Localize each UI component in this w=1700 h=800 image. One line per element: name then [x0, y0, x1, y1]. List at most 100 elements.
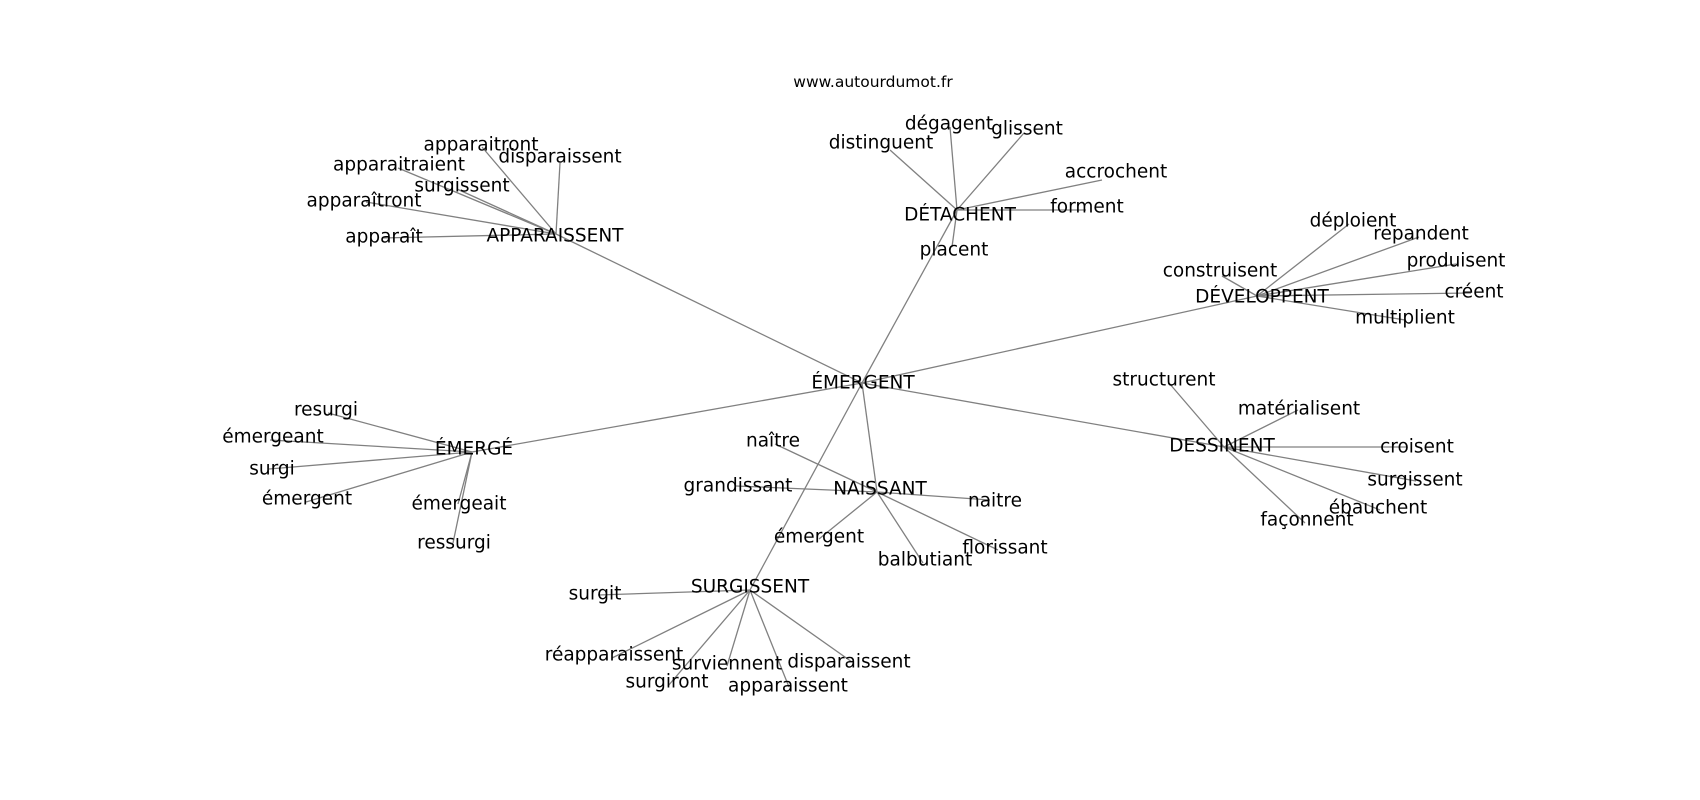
leaf-word: apparaissent	[728, 676, 848, 697]
leaf-word: disparaissent	[787, 652, 910, 673]
edge-hub-to-word	[1221, 275, 1258, 297]
leaf-word: disparaissent	[498, 147, 621, 168]
edge-hub-to-word	[1256, 292, 1472, 297]
leaf-word: surgi	[249, 459, 295, 480]
edge-center-to-hub	[471, 382, 863, 453]
leaf-word: ressurgi	[417, 533, 491, 554]
center-word: ÉMERGENT	[811, 372, 915, 394]
leaf-word: forment	[1050, 197, 1124, 218]
edge-hub-to-word	[1223, 446, 1306, 524]
edge-center-to-hub	[861, 382, 1225, 448]
edge-hub-to-word	[956, 179, 1103, 211]
edge-hub-to-word	[327, 412, 473, 453]
graph-edges	[268, 126, 1472, 688]
edge-hub-to-word	[749, 589, 790, 688]
leaf-word: croisent	[1380, 437, 1454, 458]
edge-center-to-hub	[861, 382, 878, 493]
hub-word: APPARAISSENT	[487, 226, 625, 247]
edge-hub-to-word	[735, 485, 878, 493]
leaf-word: naître	[746, 431, 800, 452]
edge-hub-to-word	[1256, 223, 1350, 297]
leaf-word: construisent	[1163, 261, 1278, 282]
leaf-word: surviennent	[672, 654, 782, 675]
leaf-word: déploient	[1310, 211, 1397, 232]
edge-hub-to-word	[774, 443, 878, 493]
leaf-word: structurent	[1113, 370, 1216, 391]
edge-center-to-hub	[861, 209, 958, 384]
leaf-word: dégagent	[905, 114, 993, 135]
leaf-word: matérialisent	[1238, 399, 1360, 420]
edge-hub-to-word	[381, 233, 557, 239]
leaf-word: apparaitront	[424, 135, 539, 156]
edge-hub-to-word	[597, 589, 751, 596]
edge-hub-to-word	[1256, 236, 1420, 297]
edge-hub-to-word	[555, 162, 561, 235]
hub-word: DÉTACHENT	[904, 204, 1016, 226]
leaf-word: ébauchent	[1329, 498, 1427, 519]
edge-hub-to-word	[481, 146, 557, 235]
edge-hub-to-word	[956, 132, 1025, 211]
edge-hub-to-word	[456, 188, 557, 235]
leaf-word: apparaît	[345, 227, 423, 248]
leaf-word: émergent	[774, 527, 864, 548]
edge-hub-to-word	[667, 589, 751, 687]
edge-center-to-hub	[555, 233, 863, 384]
edge-hub-to-word	[876, 491, 999, 551]
leaf-word: apparaitraient	[333, 155, 465, 176]
leaf-word: placent	[920, 240, 989, 261]
leaf-word: surgit	[569, 584, 622, 605]
edge-hub-to-word	[452, 451, 473, 544]
leaf-word: émergent	[262, 489, 352, 510]
edge-hub-to-word	[876, 491, 991, 501]
edge-hub-to-word	[305, 451, 473, 503]
edge-hub-to-word	[1223, 446, 1381, 511]
leaf-word: émergeant	[222, 427, 324, 448]
leaf-word: resurgi	[294, 400, 358, 421]
edge-hub-to-word	[1256, 295, 1406, 321]
edge-hub-to-word	[1223, 446, 1417, 482]
leaf-word: réapparaissent	[545, 645, 683, 666]
edge-hub-to-word	[397, 167, 557, 235]
leaf-word: balbutiant	[878, 550, 972, 571]
edge-hub-to-word	[818, 491, 878, 540]
edge-hub-to-word	[951, 209, 958, 248]
leaf-word: naitre	[968, 491, 1022, 512]
hub-word: NAISSANT	[833, 479, 927, 500]
edge-hub-to-word	[726, 589, 751, 667]
leaf-word: distinguent	[829, 133, 933, 154]
leaf-word: émergeait	[412, 494, 507, 515]
hub-word: DESSINENT	[1169, 436, 1275, 457]
leaf-word: apparaîtront	[307, 191, 422, 212]
edge-hub-to-word	[876, 491, 924, 564]
leaf-word: façonnent	[1260, 510, 1353, 531]
edge-center-to-hub	[861, 295, 1258, 384]
edge-hub-to-word	[949, 126, 958, 211]
hub-word: DÉVELOPPENT	[1195, 286, 1329, 308]
edge-hub-to-word	[749, 589, 853, 663]
edge-hub-to-word	[1223, 409, 1299, 448]
edge-hub-to-word	[268, 451, 473, 470]
leaf-word: multiplient	[1355, 308, 1455, 329]
leaf-word: glissent	[991, 119, 1063, 140]
edge-hub-to-word	[1256, 263, 1457, 297]
leaf-word: grandissant	[684, 476, 793, 497]
leaf-word: surgissent	[414, 176, 509, 197]
hub-word: ÉMERGÉ	[435, 438, 513, 460]
leaf-word: surgiront	[625, 672, 708, 693]
leaf-word: produisent	[1407, 251, 1506, 272]
leaf-word: repandent	[1373, 224, 1469, 245]
leaf-word: surgissent	[1367, 470, 1462, 491]
leaf-word: créent	[1444, 282, 1503, 303]
leaf-word: accrochent	[1065, 162, 1167, 183]
edge-hub-to-word	[269, 439, 473, 453]
edge-hub-to-word	[365, 201, 557, 235]
hub-word: SURGISSENT	[691, 577, 810, 598]
edge-hub-to-word	[889, 149, 958, 211]
leaf-word: florissant	[962, 538, 1047, 559]
edge-hub-to-word	[611, 589, 751, 659]
graph-labels: www.autourdumot.fr ÉMERGENTAPPARAISSENTa…	[222, 73, 1505, 697]
edge-center-to-hub	[749, 382, 863, 591]
edge-hub-to-word	[1168, 382, 1225, 448]
